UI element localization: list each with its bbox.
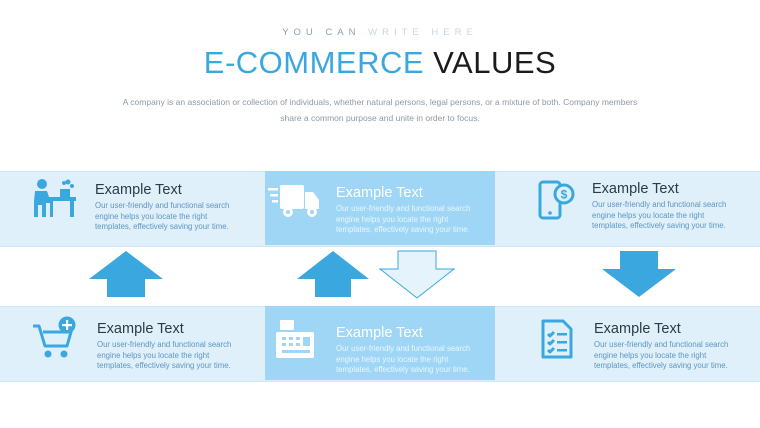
card-top-right: Example Text Our user-friendly and funct… [592,181,742,232]
card-top-left: Example Text Our user-friendly and funct… [95,182,245,233]
card-title: Example Text [594,321,681,337]
card-bottom-center: Example Text Our user-friendly and funct… [336,325,486,376]
page-title: E-COMMERCE VALUES [0,45,760,81]
down-arrow-right [601,250,677,303]
card-top-center: Example Text Our user-friendly and funct… [336,185,486,236]
card-title: Example Text [336,185,423,201]
office-worker-icon [30,177,78,228]
card-body: Our user-friendly and functional search … [97,340,232,370]
card-body: Our user-friendly and functional search … [592,200,727,230]
mobile-payment-icon: $ [537,179,577,226]
delivery-truck-icon [268,183,320,224]
card-body: Our user-friendly and functional search … [336,344,471,374]
title-dark: VALUES [433,45,557,80]
add-to-cart-icon [32,316,78,365]
card-body: Our user-friendly and functional search … [336,204,471,234]
kicker-light: WRITE HERE [368,27,478,38]
up-arrow-center [296,250,370,303]
card-bottom-right: Example Text Our user-friendly and funct… [594,321,744,372]
card-title: Example Text [336,325,423,341]
card-body: Our user-friendly and functional search … [95,201,230,231]
card-body: Our user-friendly and functional search … [594,340,729,370]
card-bottom-left: Example Text Our user-friendly and funct… [97,321,247,372]
card-title: Example Text [97,321,184,337]
down-arrow-center [378,250,456,305]
kicker-text: YOU CAN WRITE HERE [0,27,760,38]
up-arrow-left [88,250,164,303]
card-title: Example Text [95,182,182,198]
cash-register-icon [274,318,316,365]
intro-paragraph: A company is an association or collectio… [122,97,638,123]
title-colored: E-COMMERCE [203,45,425,80]
svg-text:$: $ [561,188,568,202]
invoice-checklist-icon [540,318,574,365]
card-title: Example Text [592,181,679,197]
kicker-dark: YOU CAN [282,27,369,38]
